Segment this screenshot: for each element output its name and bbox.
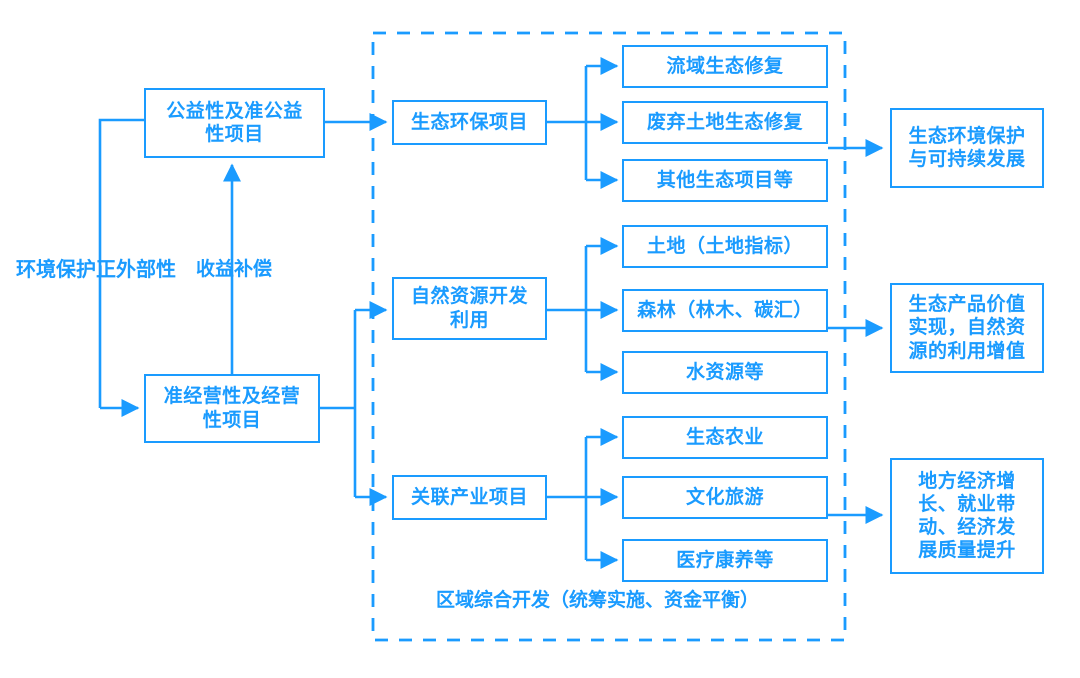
label-regional-development: 区域综合开发（统筹实施、资金平衡） (436, 589, 760, 611)
node-public-welfare-label: 公益性及准公益 性项目 (166, 99, 303, 145)
dashed-region-border (371, 31, 847, 642)
node-water-resources-label: 水资源等 (685, 360, 764, 383)
node-medical-wellness[interactable]: 医疗康养等 (622, 539, 828, 582)
label-externality: 环境保护正外部性 (16, 257, 176, 281)
node-local-economy-label: 地方经济增 长、就业带 动、经济发 展质量提升 (918, 469, 1016, 562)
node-culture-tourism[interactable]: 文化旅游 (622, 476, 828, 519)
node-land-index[interactable]: 土地（土地指标） (622, 225, 828, 268)
node-culture-tourism-label: 文化旅游 (685, 485, 764, 508)
node-natural-resource[interactable]: 自然资源开发 利用 (392, 277, 547, 340)
node-eco-agriculture-label: 生态农业 (685, 425, 764, 448)
node-forest-carbon-label: 森林（林木、碳汇） (637, 298, 813, 321)
node-quasi-commercial-label: 准经营性及经营 性项目 (163, 385, 301, 431)
node-public-welfare[interactable]: 公益性及准公益 性项目 (144, 88, 325, 158)
node-eco-protection[interactable]: 生态环保项目 (392, 100, 547, 145)
label-compensation: 收益补偿 (196, 258, 273, 280)
node-other-eco-projects[interactable]: 其他生态项目等 (622, 159, 828, 202)
node-eco-product-value-label: 生态产品价值 实现，自然资 源的利用增值 (908, 293, 1026, 362)
node-eco-product-value[interactable]: 生态产品价值 实现，自然资 源的利用增值 (890, 283, 1044, 373)
node-eco-env-protection-label: 生态环境保护 与可持续发展 (908, 124, 1026, 170)
node-related-industry-label: 关联产业项目 (410, 485, 528, 508)
node-watershed-restoration[interactable]: 流域生态修复 (622, 45, 828, 88)
link-externality-down (98, 118, 144, 408)
node-related-industry[interactable]: 关联产业项目 (392, 475, 547, 520)
node-land-index-label: 土地（土地指标） (646, 234, 803, 257)
node-eco-agriculture[interactable]: 生态农业 (622, 416, 828, 459)
node-watershed-restoration-label: 流域生态修复 (666, 54, 784, 77)
node-other-eco-projects-label: 其他生态项目等 (656, 168, 794, 191)
node-natural-resource-label: 自然资源开发 利用 (410, 285, 528, 331)
node-medical-wellness-label: 医疗康养等 (676, 548, 774, 571)
node-water-resources[interactable]: 水资源等 (622, 351, 828, 394)
node-forest-carbon[interactable]: 森林（林木、碳汇） (622, 289, 828, 332)
node-local-economy[interactable]: 地方经济增 长、就业带 动、经济发 展质量提升 (890, 458, 1044, 574)
node-quasi-commercial[interactable]: 准经营性及经营 性项目 (144, 374, 320, 443)
node-abandoned-land-restoration-label: 废弃土地生态修复 (646, 110, 803, 133)
node-eco-protection-label: 生态环保项目 (410, 110, 528, 133)
node-eco-env-protection[interactable]: 生态环境保护 与可持续发展 (890, 108, 1044, 188)
node-abandoned-land-restoration[interactable]: 废弃土地生态修复 (622, 101, 828, 144)
